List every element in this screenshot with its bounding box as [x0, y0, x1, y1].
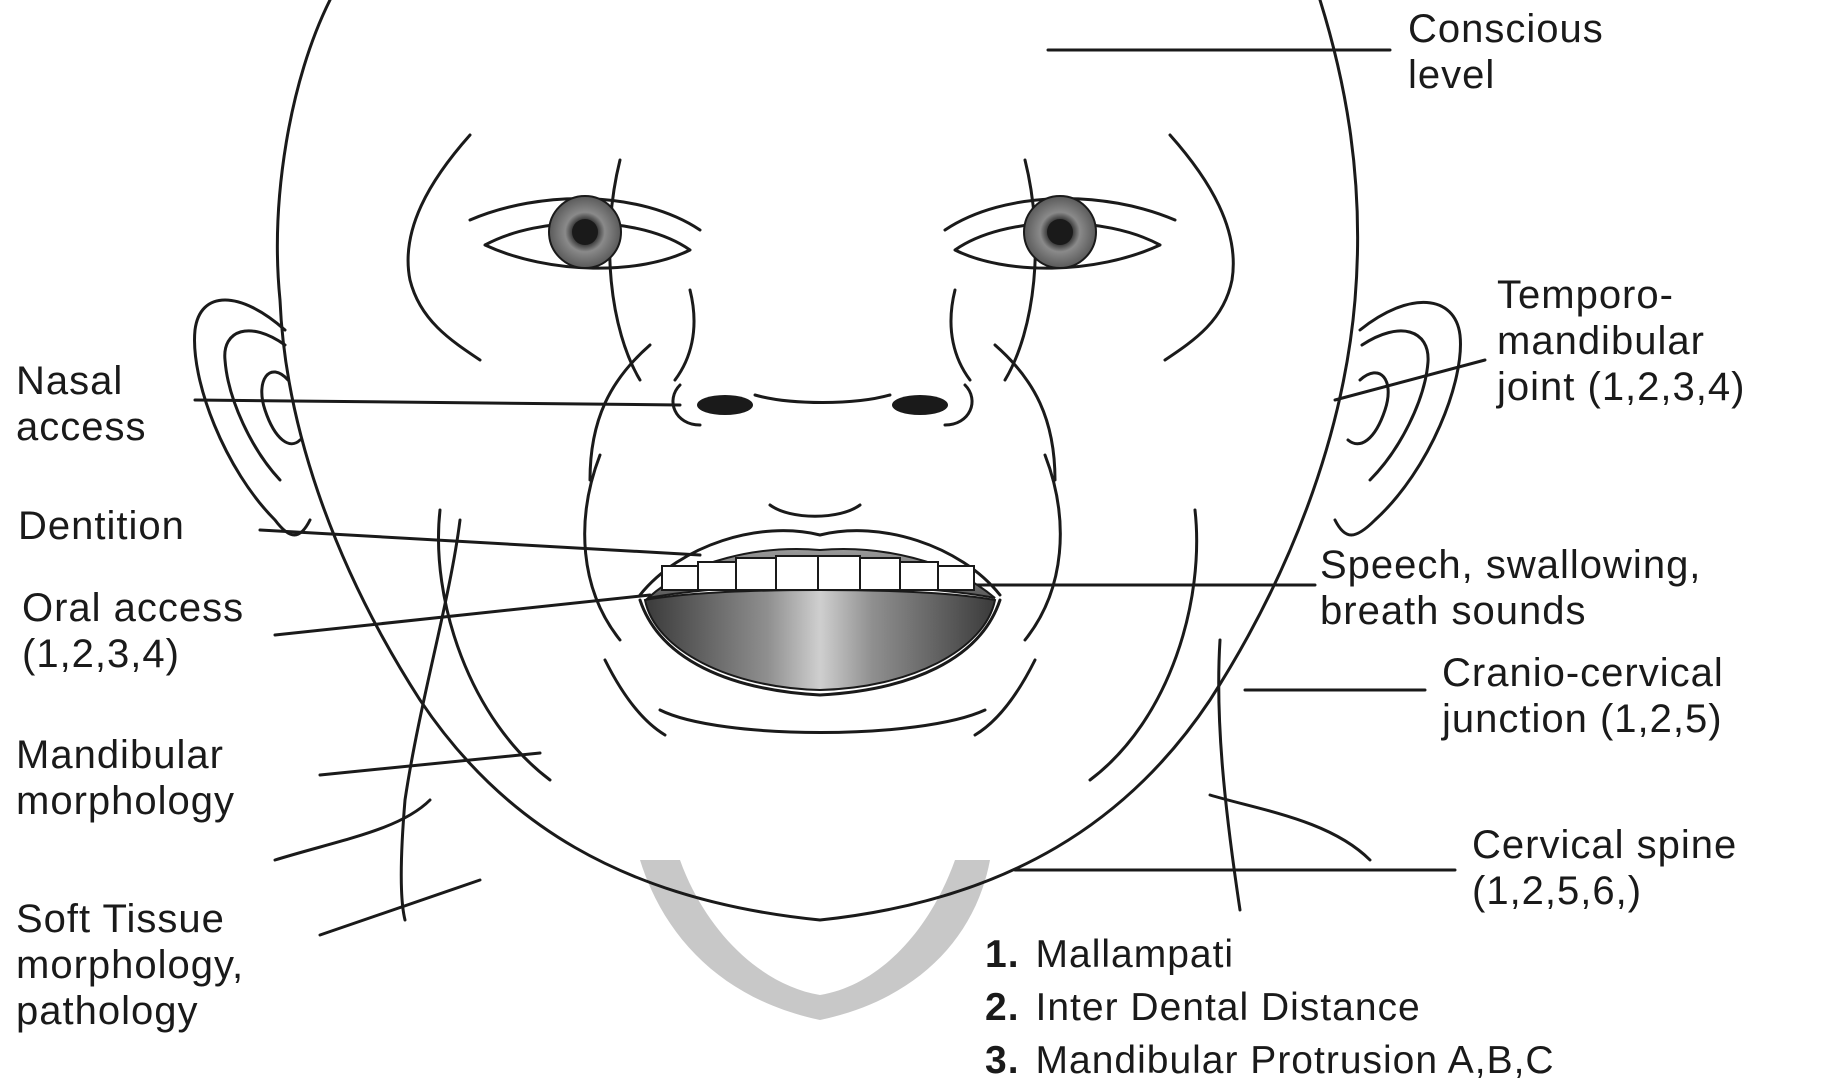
right-ear: [1335, 302, 1460, 535]
tongue: [645, 590, 995, 690]
label-mandibular-morphology: Mandibular morphology: [16, 732, 235, 824]
label-cervical-spine: Cervical spine (1,2,5,6,): [1472, 822, 1737, 914]
leader-dentition: [260, 530, 700, 555]
leader-oral: [275, 595, 650, 635]
label-cranio-cervical-junction: Cranio-cervical junction (1,2,5): [1442, 650, 1724, 742]
right-nostril: [892, 395, 948, 415]
assessment-key: 1.Mallampati 2.Inter Dental Distance 3.M…: [985, 928, 1555, 1084]
label-nasal-access: Nasal access: [16, 358, 147, 450]
leader-mandibular: [320, 753, 540, 775]
label-oral-access: Oral access (1,2,3,4): [22, 585, 244, 677]
mouth-corner-lines: [605, 660, 665, 735]
label-dentition: Dentition: [18, 503, 185, 549]
left-ear: [195, 300, 310, 535]
left-nostril: [697, 395, 753, 415]
key-item: 2.Inter Dental Distance: [985, 981, 1555, 1034]
label-speech-swallowing: Speech, swallowing, breath sounds: [1320, 542, 1701, 634]
label-conscious-level: Conscious level: [1408, 6, 1604, 98]
label-soft-tissue-morphology: Soft Tissue morphology, pathology: [16, 896, 244, 1034]
head-outline: [277, 0, 1357, 920]
key-item: 1.Mallampati: [985, 928, 1555, 981]
label-temporo-mandibular-joint: Temporo- mandibular joint (1,2,3,4): [1497, 272, 1745, 410]
upper-teeth: [662, 556, 974, 590]
key-item: 3.Mandibular Protrusion A,B,C: [985, 1034, 1555, 1084]
leader-tmj: [1335, 360, 1485, 400]
neck-left-line: [401, 520, 460, 920]
neck-shadow: [640, 860, 990, 1020]
